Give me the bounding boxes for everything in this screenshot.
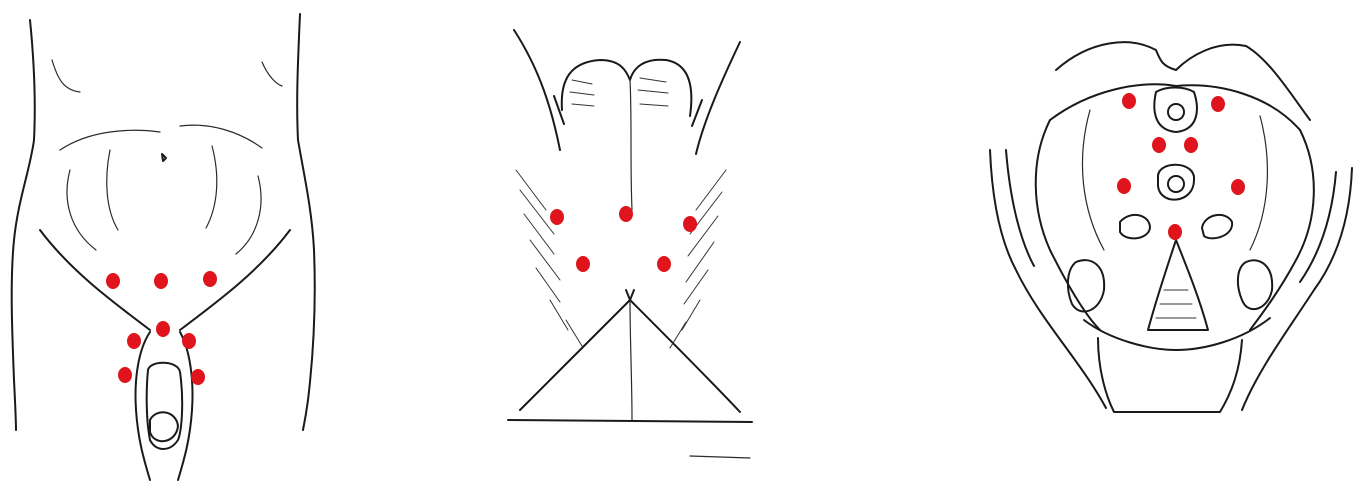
marker-dot — [1168, 224, 1182, 240]
marker-dot — [1152, 137, 1166, 153]
marker-dot — [118, 367, 132, 383]
marker-dot — [127, 333, 141, 349]
marker-dot — [1184, 137, 1198, 153]
marker-dot — [156, 321, 170, 337]
posterior-markers — [550, 206, 697, 272]
marker-dot — [1117, 178, 1131, 194]
marker-dot — [203, 271, 217, 287]
marker-dot — [154, 273, 168, 289]
marker-dot — [182, 333, 196, 349]
marker-dot — [619, 206, 633, 222]
marker-dot — [576, 256, 590, 272]
pelvis-markers — [1117, 93, 1245, 240]
marker-dot — [657, 256, 671, 272]
marker-dot — [1231, 179, 1245, 195]
marker-dot — [1211, 96, 1225, 112]
anterior-markers — [106, 271, 217, 385]
marker-dot — [550, 209, 564, 225]
marker-dot — [683, 216, 697, 232]
marker-dot — [106, 273, 120, 289]
marker-dot — [1122, 93, 1136, 109]
marker-dot — [191, 369, 205, 385]
